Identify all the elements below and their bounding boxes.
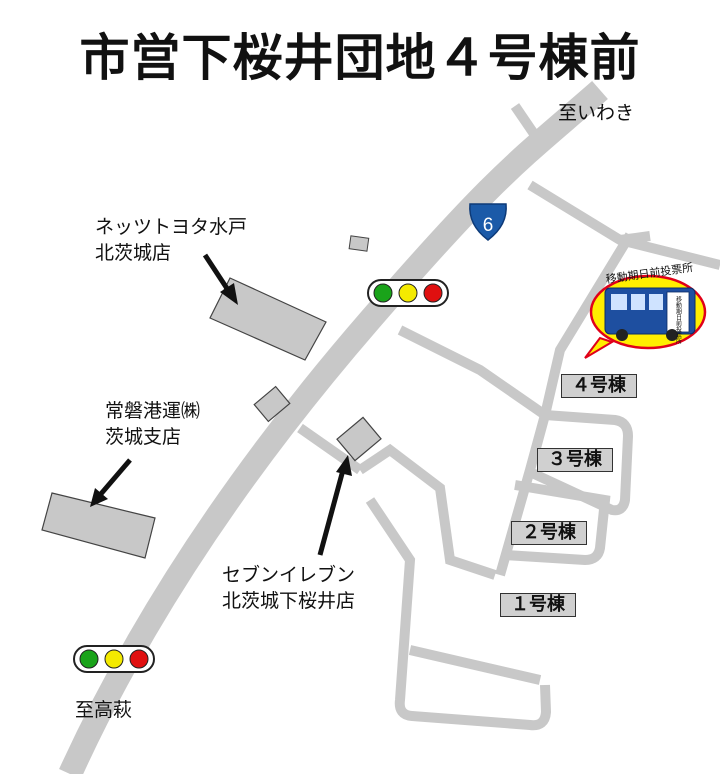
direction-south-label: 至高萩 [75, 699, 133, 721]
joban-building [41, 492, 156, 559]
complex-loop-upper [527, 410, 634, 516]
seven-building [336, 416, 382, 462]
direction-north-label: 至いわき [558, 102, 635, 124]
building-3-label: ３号棟 [537, 448, 613, 472]
store-seven-line1: セブンイレブン [222, 564, 356, 586]
building-4-label: ４号棟 [561, 374, 637, 398]
small-building-north [348, 235, 370, 252]
store-seven-line2: 北茨城下桜井店 [222, 590, 356, 612]
complex-loop-middle [504, 480, 611, 566]
toyota-building [209, 277, 327, 361]
store-toyota-line2: 北茨城店 [95, 242, 172, 264]
arrow-joban [90, 458, 132, 507]
small-building-mid [253, 385, 291, 423]
building-1-label: １号棟 [500, 593, 576, 617]
store-joban-line1: 常磐港運㈱ [105, 400, 201, 422]
store-joban-label: 常磐港運㈱ 茨城支店 [105, 398, 200, 450]
east-road-upper [527, 180, 720, 270]
store-joban-line2: 茨城支店 [105, 426, 182, 448]
store-toyota-line1: ネッツトヨタ水戸 [95, 216, 248, 238]
seven-road-south [365, 497, 552, 731]
south-east-road [408, 645, 542, 685]
store-toyota-label: ネッツトヨタ水戸 北茨城店 [95, 214, 247, 266]
page-title: 市営下桜井団地４号棟前 [79, 29, 641, 87]
traffic-signal-south [73, 645, 155, 673]
route-number: 6 [483, 215, 494, 236]
voting-bus-bubble [584, 274, 707, 359]
seven-loop-road [357, 443, 497, 580]
store-seven-label: セブンイレブン 北茨城下桜井店 [222, 562, 355, 614]
arrow-seven [317, 455, 352, 556]
bus-sign-side: 移動期日前投票所 [675, 295, 682, 345]
building-2-label: ２号棟 [511, 521, 587, 545]
seven-road-west [297, 423, 363, 475]
north-spur-road [510, 103, 550, 153]
route-shield-icon [469, 203, 507, 241]
main-highway [59, 80, 608, 774]
bus-icon [604, 287, 696, 341]
complex-access-road [397, 325, 548, 420]
traffic-signal-north [367, 279, 449, 307]
arrow-toyota [202, 253, 238, 305]
